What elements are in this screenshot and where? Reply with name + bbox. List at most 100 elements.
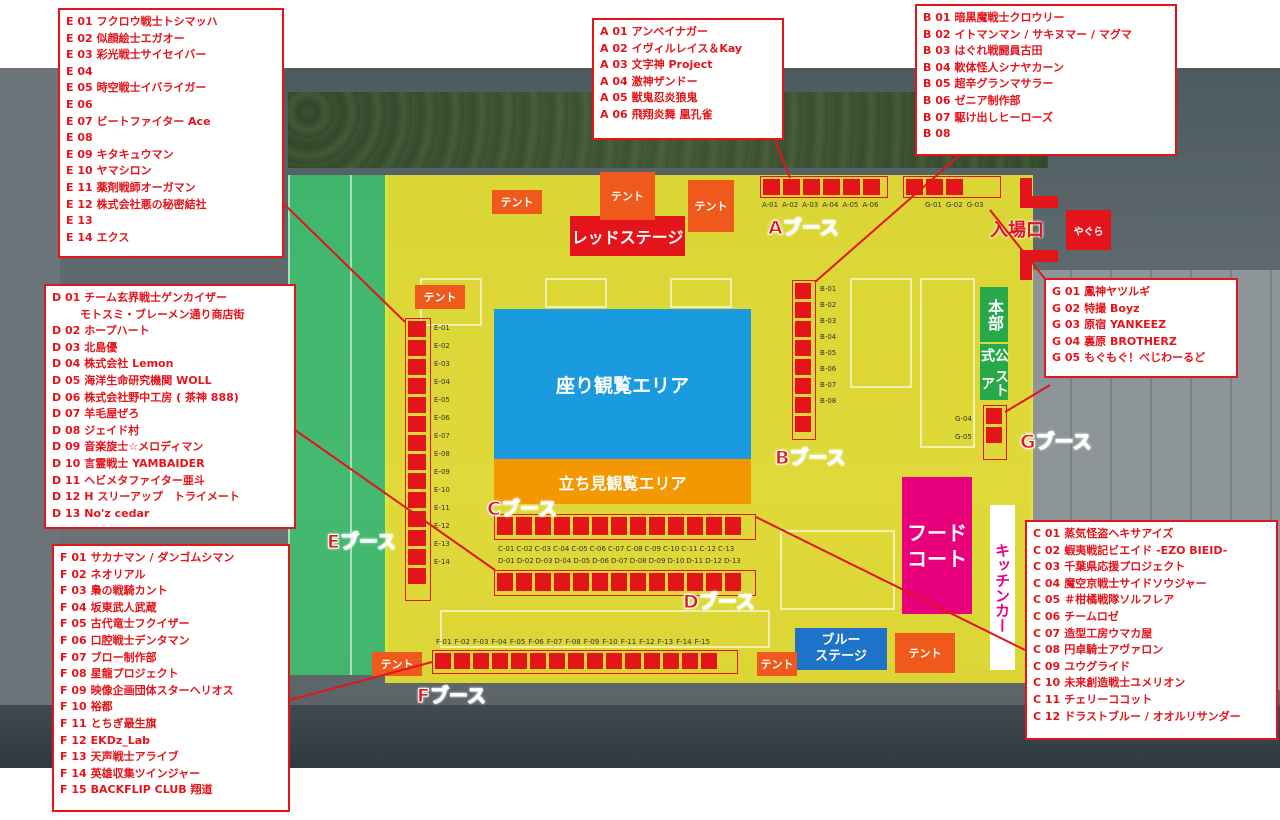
legend-exhibitor-name: 飛翔炎舞 凰孔雀 — [631, 107, 713, 121]
legend-exhibitor-name: 羊毛屋ぜろ — [84, 407, 140, 421]
legend-exhibitor-name: 魔空京戦士サイドソウジャー — [1064, 576, 1207, 590]
booth-code: A-03 — [802, 201, 819, 209]
booth-d-09 — [649, 573, 665, 591]
legend-code: D 09 — [52, 440, 81, 454]
legend-code: E 06 — [66, 97, 93, 111]
booth-f-11 — [625, 653, 641, 669]
booth-c-03 — [535, 517, 551, 535]
legend-code: G 01 — [1052, 285, 1081, 298]
legend-code: B 05 — [923, 77, 951, 91]
booth-c-06 — [592, 517, 608, 535]
legend-code: A 01 — [600, 25, 628, 38]
booth-e-12 — [408, 530, 426, 546]
booth-code: D-02 — [516, 557, 534, 565]
booth-d-12 — [706, 573, 722, 591]
legend-exhibitor-name: 古代竜士フクイザー — [90, 617, 190, 631]
legend-code: E 01 — [66, 15, 93, 28]
booth-group-d — [494, 570, 756, 596]
legend-code: F 09 — [60, 683, 87, 697]
booth-code: E-06 — [434, 414, 450, 422]
legend-exhibitor-name: 未来創造戦士ユメリオン — [1064, 676, 1186, 690]
booth-code: D-03 — [535, 557, 553, 565]
booth-code: F-13 — [657, 638, 674, 646]
entrance-wall — [1020, 196, 1058, 208]
booth-group-c — [494, 514, 756, 540]
standing-viewing-area: 立ち見観覧エリア — [494, 459, 751, 504]
booth-a-01 — [763, 179, 780, 195]
booth-c-05 — [573, 517, 589, 535]
booth-c-08 — [630, 517, 646, 535]
blue-stage-label-1: ブルー — [821, 633, 861, 648]
legend-exhibitor-name: ネオリアル — [90, 567, 146, 581]
legend-code: F 08 — [60, 667, 87, 681]
booth-code: A-01 — [762, 201, 779, 209]
booth-c-04 — [554, 517, 570, 535]
booth-code: C-09 — [644, 545, 661, 553]
legend-exhibitor-name: とちぎ最生旗 — [90, 716, 157, 730]
food-court: フード コート — [902, 477, 972, 614]
tent: テント — [600, 172, 655, 220]
booth-e-11 — [408, 511, 426, 527]
booth-code: F-01 — [436, 638, 452, 646]
legend-code: C 06 — [1033, 609, 1061, 623]
tent: テント — [895, 633, 955, 673]
legend-code: E 12 — [66, 197, 93, 211]
booth-code: C-01 — [498, 545, 515, 553]
booth-code: G-01 — [925, 201, 942, 209]
booth-f-05 — [511, 653, 527, 669]
legend-code: C 05 — [1033, 593, 1061, 607]
booth-b-01 — [795, 283, 811, 299]
booth-label-e: Eブース — [326, 531, 397, 554]
booth-code: D-09 — [648, 557, 666, 565]
booth-code: C-10 — [662, 545, 680, 553]
legend-code: B 07 — [923, 110, 951, 124]
legend-exhibitor-name: フクロウ戦士トシマッハ — [96, 15, 218, 28]
booth-c-09 — [649, 517, 665, 535]
legend-exhibitor-name: 株式会社 Lemon — [84, 357, 174, 371]
legend-exhibitor-name: 千葉県応援プロジェクト — [1064, 560, 1186, 574]
booth-code: D-12 — [705, 557, 722, 565]
legend-row: E 06 — [66, 97, 276, 114]
booth-code: C-13 — [717, 545, 735, 553]
booth-a-05 — [843, 179, 860, 195]
booth-f-09 — [587, 653, 603, 669]
booth-code: F-06 — [528, 638, 544, 646]
legend-code: F 04 — [60, 600, 87, 614]
booth-b-03 — [795, 321, 811, 337]
booth-a-06 — [863, 179, 880, 195]
legend-exhibitor-name: イヴィルレイス＆Kay — [631, 41, 743, 55]
booth-code: E-02 — [434, 342, 450, 350]
booth-b-07 — [795, 397, 811, 413]
legend-exhibitor-name: ジェイド村 — [84, 423, 140, 437]
legend-exhibitor-name: キタキュウマン — [96, 147, 174, 161]
legend-exhibitor-name: 特撮 Boyz — [1084, 301, 1140, 315]
booth-f-01 — [435, 653, 451, 669]
booth-e-13 — [408, 549, 426, 565]
booth-d-06 — [592, 573, 608, 591]
booth-code: F-12 — [639, 638, 655, 646]
booth-code: E-09 — [434, 468, 450, 476]
legend-code: C 04 — [1033, 576, 1061, 590]
tent: テント — [415, 285, 465, 309]
food-court-label-1: フード — [907, 520, 967, 545]
booth-code: G-03 — [966, 201, 984, 209]
